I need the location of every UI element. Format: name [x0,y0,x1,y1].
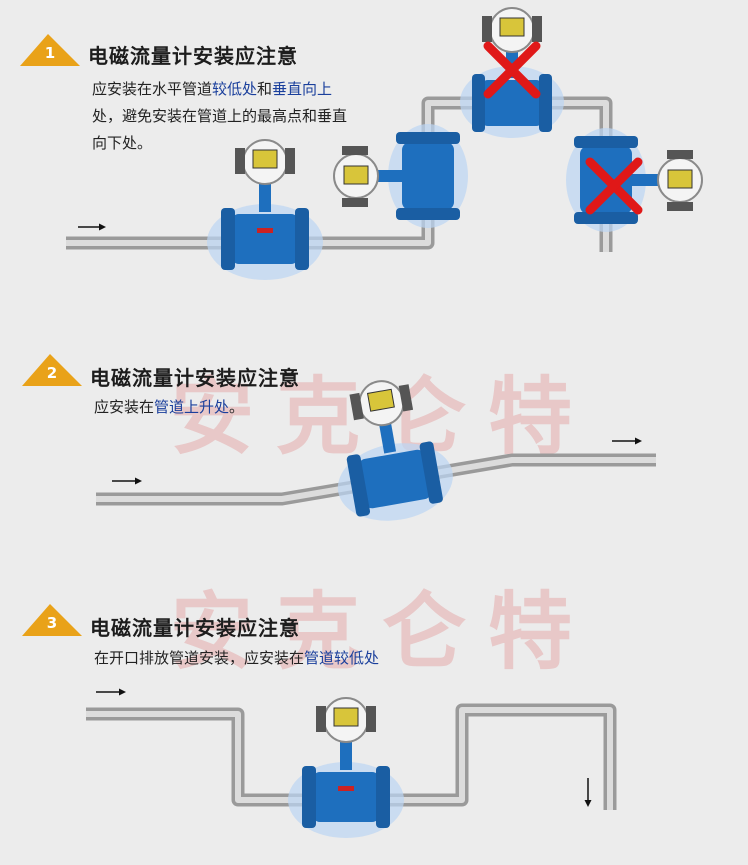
section-title: 电磁流量计安装应注意 [88,44,298,68]
desc-highlight: 管道较低处 [304,649,380,667]
flow-arrow [112,477,142,485]
section-badge [22,354,82,386]
watermark: 安克仑特 [170,583,595,681]
section-description: 应安装在水平管道较低处和垂直向上处，避免安装在管道上的最高点和垂直向下处。 [92,76,357,157]
desc-highlight: 管道上升处 [154,398,230,416]
section-title: 电磁流量计安装应注意 [90,616,300,640]
section-number: 3 [46,614,58,632]
section-title: 电磁流量计安装应注意 [90,366,300,390]
flow-arrow [584,778,592,807]
desc-highlight: 垂直向上 [272,80,333,98]
flow-arrow [96,688,126,696]
desc-segment: 在开口排放管道安装，应安装在 [94,649,305,667]
flowmeter [288,697,404,838]
section-badge [20,34,80,66]
desc-segment: 应安装在水平管道 [92,80,213,98]
desc-segment: 处，避免安装在管道上的最高点和垂直向下处。 [92,107,348,152]
section-2: 安克仑特 2 电磁流量计安装应注意 应安装在管道上升处。 [0,310,748,560]
wrong-mark-icon [585,157,643,215]
desc-segment: 应安装在 [94,398,155,416]
section-description: 在开口排放管道安装，应安装在管道较低处 [94,645,379,672]
section-description: 应安装在管道上升处。 [94,394,244,421]
flowmeter [337,380,453,521]
flowmeter [333,124,468,228]
flowmeter [566,128,703,232]
desc-segment: 。 [229,398,245,416]
pipe-diagram-1 [66,7,703,280]
flow-arrow [612,437,642,445]
section-3: 安克仑特 3 电磁流量计安装应注意 在开口排放管道安装，应安装在管道较低处 [0,560,748,865]
wrong-mark-icon [483,41,541,99]
section-badge [22,604,82,636]
pipe-diagram-2 [96,380,656,521]
section-1: 1 电磁流量计安装应注意 应安装在水平管道较低处和垂直向上处，避免安装在管道上的… [0,0,748,300]
desc-highlight: 较低处 [212,80,258,98]
section-number: 1 [44,44,56,62]
desc-segment: 和 [257,80,273,98]
flowmeter [207,139,323,280]
section-number: 2 [46,364,58,382]
flow-arrow [78,223,106,231]
pipe-diagram-3 [86,688,617,838]
